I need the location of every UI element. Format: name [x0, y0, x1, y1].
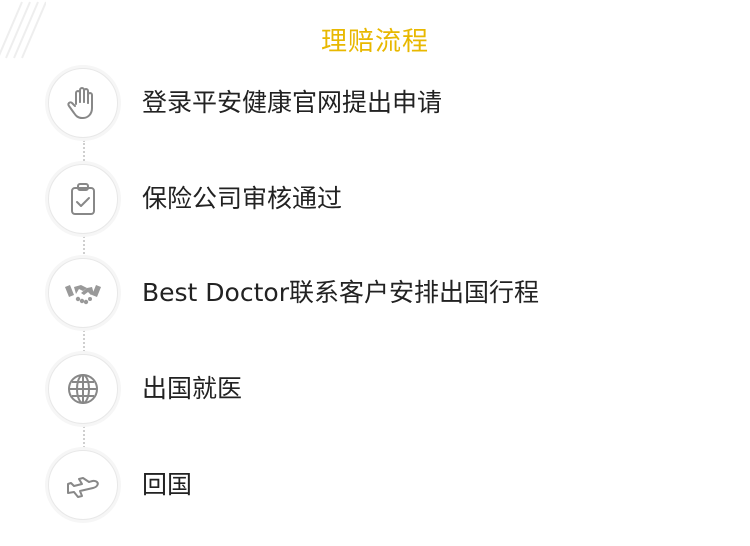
globe-icon	[68, 374, 98, 404]
page-title: 理赔流程	[320, 27, 429, 57]
step-connector	[83, 140, 85, 168]
clipboard-check-icon	[71, 183, 95, 215]
step-label: 登录平安健康官网提出申请	[142, 88, 443, 117]
step-item-return: 回国	[48, 450, 728, 520]
step-label: 保险公司审核通过	[142, 184, 343, 213]
step-item-treatment: 出国就医	[48, 354, 728, 424]
step-connector	[83, 330, 85, 356]
step-item-apply: 登录平安健康官网提出申请	[48, 68, 728, 138]
step-icon-circle	[48, 450, 118, 520]
step-item-best-doctor: Best Doctor联系客户安排出国行程	[48, 258, 728, 328]
step-connector	[83, 426, 85, 452]
step-label: Best Doctor联系客户安排出国行程	[142, 278, 539, 307]
step-icon-circle	[48, 354, 118, 424]
step-icon-circle	[48, 68, 118, 138]
airplane-icon	[67, 477, 99, 498]
step-icon-circle	[48, 164, 118, 234]
step-icon-circle	[48, 258, 118, 328]
handshake-icon	[65, 285, 101, 305]
step-item-approval: 保险公司审核通过	[48, 164, 728, 234]
step-label: 出国就医	[142, 374, 243, 403]
step-connector	[83, 236, 85, 262]
stripes-decoration	[0, 1, 46, 59]
step-label: 回国	[142, 470, 193, 499]
hand-icon	[67, 87, 93, 119]
